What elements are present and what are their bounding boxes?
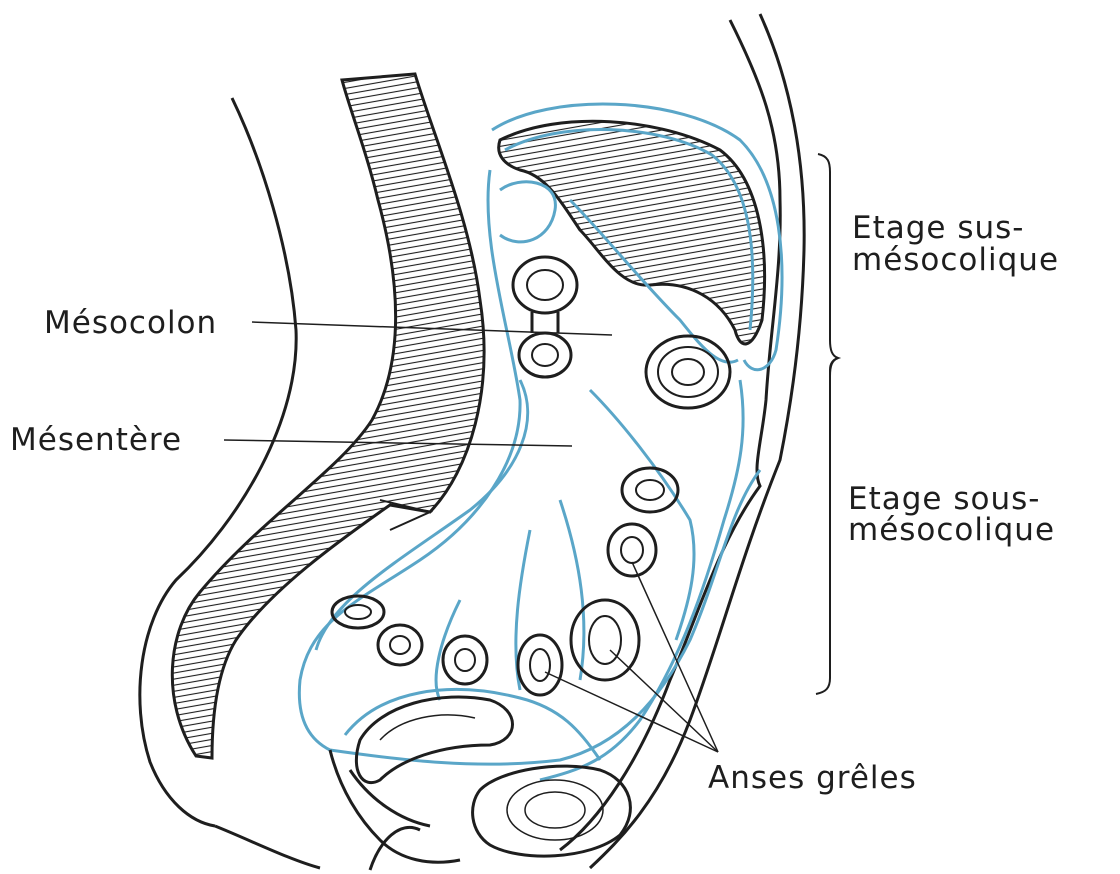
intestine-loop-7-inner [345, 605, 371, 619]
colon-loop-upper [513, 257, 577, 313]
label-mesentere: Mésentère [10, 424, 182, 456]
colon-loop-lower [519, 333, 571, 377]
intestine-loop-4 [518, 635, 562, 695]
back-contour [140, 98, 296, 826]
intestine-loop-4-inner [530, 649, 550, 681]
intestine-loop-6-inner [390, 636, 410, 654]
mesentery-fold-3 [590, 390, 694, 640]
label-etage-sous-line1: Etage sous- [848, 483, 1040, 515]
intestine-loop-5-inner [455, 649, 475, 671]
uterus-inner [380, 715, 475, 740]
pelvic-peritoneum [345, 690, 600, 760]
intestine-loop-5 [443, 636, 487, 684]
mesentery-fold-6 [436, 600, 460, 700]
bladder-inner-2 [525, 792, 585, 828]
intestine-loop-2 [608, 524, 656, 576]
colon-loop-lower-inner [532, 344, 558, 366]
bracket-sous-mesocolique [816, 358, 838, 694]
colon-loop-upper-inner [527, 270, 563, 300]
liver [499, 121, 765, 344]
label-mesocolon: Mésocolon [44, 307, 217, 339]
label-etage-sus-line2: mésocolique [852, 244, 1059, 276]
intestine-loop-2-inner [621, 537, 643, 563]
vertebral-column [172, 74, 484, 758]
mesentery-fold-1 [500, 182, 555, 242]
colon-loop-right-mid [658, 347, 718, 397]
bracket-sus-mesocolique [818, 154, 838, 376]
intestine-loop-1-inner [636, 480, 664, 500]
label-etage-sus-line1: Etage sus- [852, 212, 1024, 244]
label-anses-greles: Anses grêles [708, 762, 917, 794]
colon-loop-right-inner [672, 359, 704, 385]
colon-connector [532, 312, 558, 333]
intestine-loop-6 [378, 625, 422, 665]
bladder-inner [507, 780, 603, 840]
label-etage-sous-line2: mésocolique [848, 514, 1055, 546]
